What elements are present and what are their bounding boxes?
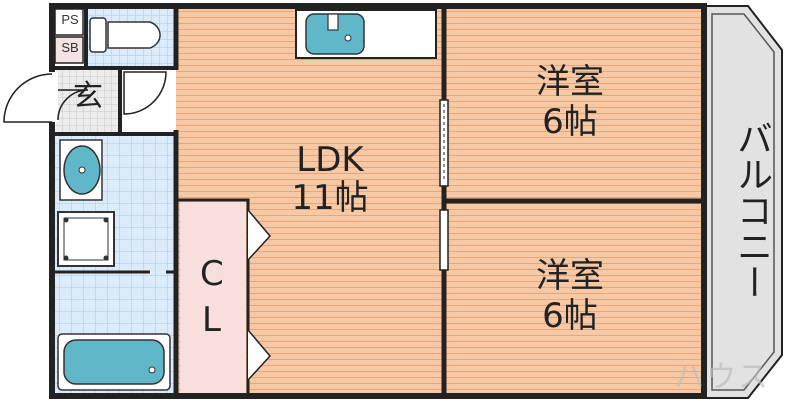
kitchen-sink-icon xyxy=(305,13,365,55)
sliding-doors xyxy=(439,99,449,271)
entrance-label: 玄 xyxy=(73,79,103,114)
closet-doors xyxy=(247,209,271,381)
western-top-name: 洋室 xyxy=(536,62,604,102)
balcony-label: バルコニー xyxy=(731,120,772,300)
sb-label: SB xyxy=(61,40,79,55)
walls xyxy=(44,3,707,399)
utility-boxes xyxy=(54,8,84,64)
western-bottom-size: 6帖 xyxy=(542,296,598,336)
bathtub-icon xyxy=(57,333,171,391)
toilet-icon xyxy=(89,17,161,53)
wash-basin-icon xyxy=(59,139,103,201)
closet-label-c: C xyxy=(200,254,224,294)
ps-label: PS xyxy=(61,12,79,27)
washing-machine-icon xyxy=(57,211,115,267)
western-bottom-name: 洋室 xyxy=(536,256,604,296)
ldk-name: LDK xyxy=(296,140,364,180)
ldk-size: 11帖 xyxy=(291,178,369,218)
watermark: ハウス xyxy=(674,360,770,395)
western-top-size: 6帖 xyxy=(542,102,598,142)
closet-label-l: L xyxy=(202,300,221,340)
door-swings xyxy=(3,71,167,123)
